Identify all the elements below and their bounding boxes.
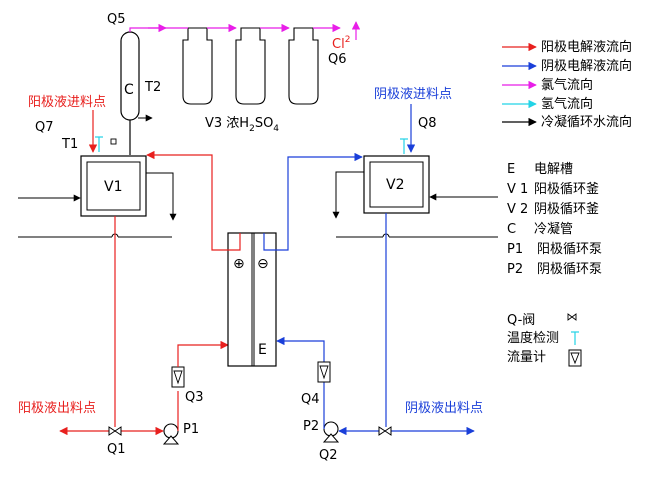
catholyte-feed-to-cell [276, 336, 325, 388]
p1-label: P1 [183, 422, 199, 437]
electrolyzer-cell: ⊕ ⊖ E [227, 232, 277, 367]
t2-label: T2 [144, 80, 161, 95]
q3-label: Q3 [185, 390, 204, 405]
q1-valve [108, 426, 122, 436]
equip-code-e: E [507, 162, 515, 177]
q6-label: Q6 [328, 52, 347, 67]
p2-label: P2 [303, 419, 319, 434]
electrolyzer-label: E [258, 342, 267, 358]
anode-sign: ⊕ [233, 256, 245, 272]
v3-absorber-bottles [182, 27, 319, 105]
legend-temperature-icon [571, 331, 579, 345]
legend-cathode-text: 阴极电解液流向 [541, 58, 632, 74]
equip-desc-p1: 阳极循环泵 [537, 242, 602, 257]
v2-label: V2 [386, 177, 404, 193]
equip-code-c: C [507, 222, 516, 237]
v1-port-square [110, 138, 117, 145]
t1-temperature-probe [95, 136, 103, 152]
equip-desc-e: 电解槽 [534, 162, 573, 177]
p2-pump [322, 421, 340, 443]
q2-label: Q2 [319, 448, 338, 463]
condenser-label: C [124, 82, 134, 98]
q8-label: Q8 [418, 116, 437, 131]
condenser: C [120, 31, 140, 121]
legend-flowmeter-text: 流量计 [507, 350, 546, 365]
legend-anode-text: 阳极电解液流向 [541, 39, 632, 55]
legend-valve-icon [567, 313, 577, 321]
equip-code-v1: V 1 [507, 182, 528, 197]
p1-pump [162, 423, 180, 445]
q1-label: Q1 [107, 442, 126, 457]
q4-flowmeter [317, 361, 331, 383]
equip-code-v2: V 2 [507, 202, 528, 217]
catholyte-outlet-label: 阴极液出料点 [405, 401, 483, 416]
v2-temperature-probe [400, 138, 408, 154]
anolyte-outlet-label: 阳极液出料点 [18, 401, 96, 416]
q5-label: Q5 [107, 12, 126, 27]
catholyte-return-to-v2 [263, 152, 363, 251]
catholyte-inlet-label: 阴极液进料点 [374, 87, 452, 102]
legend-water-text: 冷凝循环水流向 [541, 114, 632, 130]
symbol-legend: Q-阀 温度检测 流量计 [507, 313, 582, 367]
q7-label: Q7 [35, 120, 54, 135]
q2-valve [378, 426, 392, 436]
cl2-label: Cl2 [332, 35, 350, 52]
q4-label: Q4 [301, 392, 320, 407]
legend-flowmeter-icon [568, 349, 582, 367]
anolyte-inlet-label: 阳极液进料点 [28, 95, 106, 110]
v1-water-return [146, 172, 177, 221]
v3-label: V3 浓H2SO4 [205, 116, 279, 134]
v1-tank: V1 [80, 155, 147, 217]
v2-tank: V2 [363, 155, 430, 214]
cathode-sign: ⊖ [257, 256, 269, 272]
t1-label: T1 [61, 137, 78, 152]
equip-desc-p2: 阴极循环泵 [537, 262, 602, 277]
equip-code-p2: P2 [507, 262, 523, 277]
v2-water-return [332, 171, 364, 219]
equip-desc-v2: 阴极循环釜 [534, 202, 599, 217]
flow-legend: 阳极电解液流向 阴极电解液流向 氯气流向 氢气流向 冷凝循环水流向 [502, 39, 632, 130]
equipment-legend: E 电解槽 V 1 阳极循环釜 V 2 阴极循环釜 C 冷凝管 P1 阳极循环泵… [507, 162, 602, 277]
legend-valve-text: Q-阀 [507, 313, 535, 328]
legend-chlorine-text: 氯气流向 [541, 77, 593, 93]
legend-temperature-text: 温度检测 [507, 330, 559, 346]
legend-hydrogen-text: 氢气流向 [541, 96, 593, 112]
equip-desc-c: 冷凝管 [534, 221, 573, 237]
q3-flowmeter [171, 366, 185, 388]
v1-label: V1 [104, 179, 122, 195]
equip-desc-v1: 阳极循环釜 [534, 182, 599, 197]
equip-code-p1: P1 [507, 242, 523, 257]
anolyte-feed-to-cell [177, 340, 229, 367]
anolyte-return-to-v1 [146, 150, 241, 251]
